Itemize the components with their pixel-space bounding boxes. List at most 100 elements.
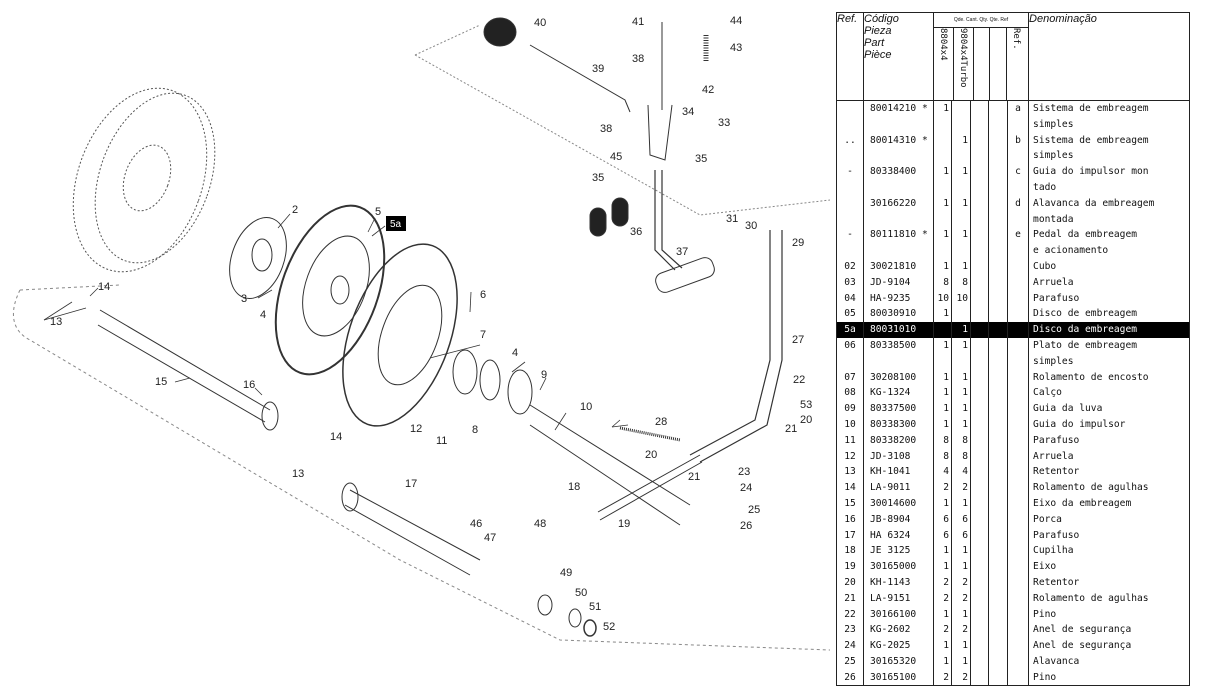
callout-11[interactable]: 11 [436,435,447,447]
callout-38[interactable]: 38 [632,53,644,65]
callout-7[interactable]: 7 [480,329,486,341]
callout-21[interactable]: 21 [688,471,700,483]
callout-17[interactable]: 17 [405,478,417,490]
callout-30[interactable]: 30 [745,220,757,232]
callout-46[interactable]: 46 [470,518,482,530]
callout-4b[interactable]: 4 [512,347,518,359]
callout-50[interactable]: 50 [575,587,587,599]
denomination-line: Disco da embreagem [1033,324,1138,336]
callout-20b[interactable]: 20 [800,414,812,426]
callout-2[interactable]: 2 [292,204,298,216]
callout-35[interactable]: 35 [695,153,707,165]
callout-12[interactable]: 12 [410,423,422,435]
callout-21b[interactable]: 21 [785,423,797,435]
callout-28[interactable]: 28 [655,416,667,428]
callout-35b[interactable]: 35 [592,172,604,184]
callout-53[interactable]: 53 [800,399,812,411]
callout-27[interactable]: 27 [792,334,804,346]
callout-16[interactable]: 16 [243,379,255,391]
callout-40[interactable]: 40 [534,17,546,29]
callout-43[interactable]: 43 [730,42,742,54]
callout-45[interactable]: 45 [610,151,622,163]
callout-37[interactable]: 37 [676,246,688,258]
callout-23[interactable]: 23 [738,466,750,478]
ref-cell: 10 [836,416,864,433]
callout-18[interactable]: 18 [568,481,580,493]
callout-39[interactable]: 39 [592,63,604,75]
callout-22[interactable]: 22 [793,374,805,386]
qty-blank-cell [970,527,989,544]
callout-9[interactable]: 9 [541,369,547,381]
callout-34[interactable]: 34 [682,106,694,118]
callout-29[interactable]: 29 [792,237,804,249]
callout-8[interactable]: 8 [472,424,478,436]
callout-41[interactable]: 41 [632,16,644,28]
callout-47[interactable]: 47 [484,532,496,544]
callout-24[interactable]: 24 [740,482,752,494]
callout-4[interactable]: 4 [260,309,266,321]
denomination-cell: Retentor [1028,464,1190,481]
callout-13[interactable]: 13 [50,316,62,328]
qty-model-2-cell: 1 [951,559,971,575]
callout-10[interactable]: 10 [580,401,592,413]
callout-19[interactable]: 19 [618,518,630,530]
callout-14b[interactable]: 14 [330,431,342,443]
callout-20[interactable]: 20 [645,449,657,461]
part-code-cell: 80338400 [863,164,934,196]
callout-42[interactable]: 42 [702,84,714,96]
qty-blank-cell [988,322,1008,338]
qty-blank-cell [970,385,989,402]
qty-model-1-cell: 1 [933,227,952,259]
callout-13b[interactable]: 13 [292,468,304,480]
callout-52[interactable]: 52 [603,621,615,633]
callout-5[interactable]: 5 [375,206,381,218]
callout-38b[interactable]: 38 [600,123,612,135]
qty-blank-cell [970,559,989,575]
callout-6[interactable]: 6 [480,289,486,301]
callout-48[interactable]: 48 [534,518,546,530]
callout-44[interactable]: 44 [730,15,742,27]
shim-ring [479,359,501,401]
callout-14[interactable]: 14 [98,281,110,293]
callout-33[interactable]: 33 [718,117,730,129]
callout-31[interactable]: 31 [726,213,738,225]
callout-15[interactable]: 15 [155,376,167,388]
callout-49[interactable]: 49 [560,567,572,579]
callout-3[interactable]: 3 [241,293,247,305]
callout-25[interactable]: 25 [748,504,760,516]
callout-36[interactable]: 36 [630,226,642,238]
callout-51[interactable]: 51 [589,601,601,613]
callout-26[interactable]: 26 [740,520,752,532]
